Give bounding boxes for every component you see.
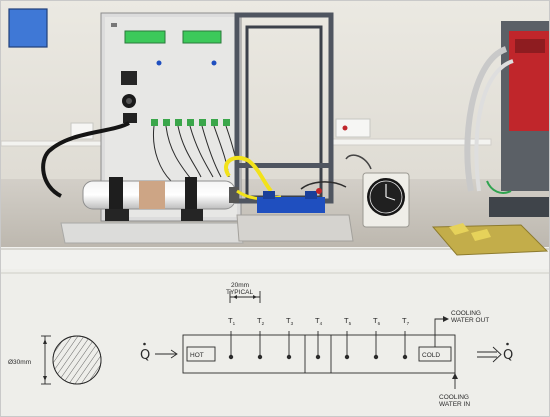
hot-box <box>186 346 216 362</box>
bar-body <box>182 334 456 374</box>
base-plate-right <box>236 214 354 242</box>
diameter-label: Ø30mm <box>8 359 31 366</box>
cooling-in-top: COOLING <box>439 394 469 401</box>
sensor-dot-5 <box>344 354 350 360</box>
sensor-label-7: T7 <box>402 316 410 326</box>
heat-out-dot <box>506 342 509 346</box>
power-cable <box>41 121 130 198</box>
wall-socket-right <box>335 118 371 138</box>
sensor-connectors <box>151 119 230 126</box>
bench-edge <box>1 247 549 269</box>
heat-in-symbol: Q <box>140 348 150 363</box>
sensor-label-4: T4 <box>315 316 323 326</box>
schematic-diagram <box>41 291 502 389</box>
sensor-label-1: T1 <box>228 316 236 326</box>
yellow-tube <box>224 155 273 193</box>
sensor-layer: T1 T2 T3 T4 T5 T6 T7 <box>228 316 410 360</box>
sensor-dot-2 <box>257 354 263 360</box>
cold-label: COLD <box>422 352 440 359</box>
sensor-dot-7 <box>402 354 408 360</box>
heat-out-symbol: Q <box>503 348 513 363</box>
clamp-left <box>109 177 123 217</box>
sensor-dot-1 <box>228 354 234 360</box>
sensor-dot-4 <box>315 354 321 360</box>
clamp-right <box>185 177 197 217</box>
cooling-in-bottom: WATER IN <box>439 401 470 408</box>
spacing-label-bottom: TYPICAL <box>226 289 253 296</box>
base-plate-left <box>60 222 244 244</box>
blue-square <box>8 8 48 48</box>
display-right <box>182 30 222 44</box>
sensor-label-6: T6 <box>373 316 381 326</box>
sensor-label-2: T2 <box>257 316 265 326</box>
cooling-out-bottom: WATER OUT <box>451 317 489 324</box>
blue-clamp-base <box>257 197 325 213</box>
power-switch <box>121 71 137 85</box>
sensor-label-5: T5 <box>344 316 352 326</box>
specimen-section <box>139 181 165 209</box>
sensor-label-3: T3 <box>286 316 294 326</box>
spacing-label-top: 20mm <box>231 282 249 289</box>
cooling-out-top: COOLING <box>451 310 481 317</box>
heat-in-dot <box>143 342 146 346</box>
display-left <box>124 30 166 44</box>
sensor-dot-6 <box>373 354 379 360</box>
sensor-dot-3 <box>286 354 292 360</box>
wall <box>1 1 549 191</box>
hot-label: HOT <box>190 352 204 359</box>
